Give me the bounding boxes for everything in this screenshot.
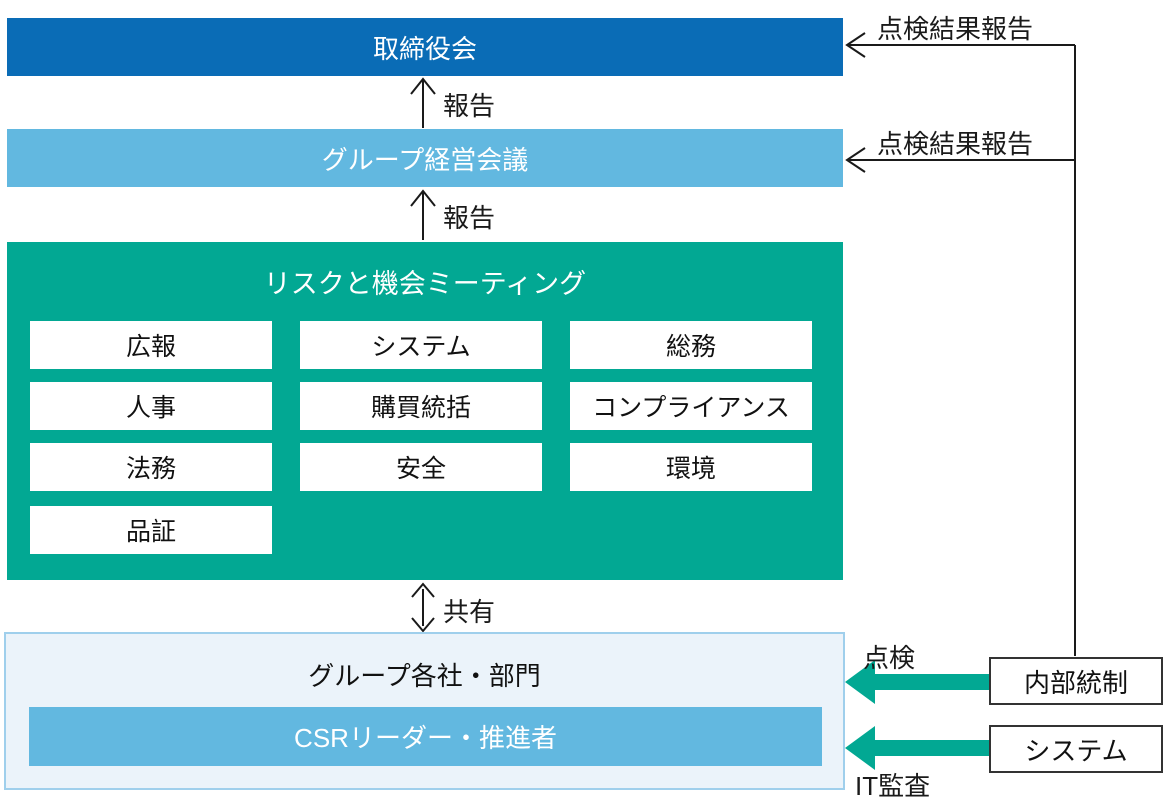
dept-box-environment: 環境 bbox=[570, 443, 812, 491]
internal-control-label: 内部統制 bbox=[1023, 667, 1128, 698]
group-companies-panel: グループ各社・部門 CSRリーダー・推進者 bbox=[4, 632, 845, 790]
group-management-meeting-label: グループ経営会議 bbox=[321, 144, 529, 175]
dept-box-compliance: コンプライアンス bbox=[570, 382, 812, 430]
dept-box-hr: 人事 bbox=[30, 382, 272, 430]
dept-box-safety: 安全 bbox=[300, 443, 542, 491]
group-companies-title: グループ各社・部門 bbox=[308, 661, 541, 691]
share-arrow bbox=[411, 582, 435, 633]
board-of-directors-bar: 取締役会 bbox=[7, 18, 843, 76]
dept-box-quality-assurance: 品証 bbox=[30, 506, 272, 554]
board-of-directors-label: 取締役会 bbox=[372, 33, 477, 64]
csr-leader-label: CSRリーダー・推進者 bbox=[294, 723, 557, 753]
dept-box-legal: 法務 bbox=[30, 443, 272, 491]
system-label: システム bbox=[1024, 735, 1128, 766]
it-audit-label: IT監査 bbox=[855, 771, 931, 801]
report-label-top: 報告 bbox=[443, 91, 496, 121]
dept-box-systems: システム bbox=[300, 321, 542, 369]
group-management-meeting-bar: グループ経営会議 bbox=[7, 129, 843, 187]
inspection-label: 点検 bbox=[863, 643, 916, 673]
dept-box-general-affairs: 総務 bbox=[570, 321, 812, 369]
share-label: 共有 bbox=[443, 597, 496, 627]
system-box: システム bbox=[989, 725, 1163, 773]
risk-opportunity-meeting-box: リスクと機会ミーティング 広報 システム 総務 人事 購買統括 コンプライアンス… bbox=[7, 242, 843, 580]
dept-box-purchasing: 購買統括 bbox=[300, 382, 542, 430]
report-label-middle: 報告 bbox=[443, 203, 496, 233]
inspection-report-label-middle: 点検結果報告 bbox=[877, 129, 1034, 159]
report-arrow-board bbox=[410, 77, 436, 128]
csr-leader-bar: CSRリーダー・推進者 bbox=[29, 707, 822, 766]
risk-opportunity-meeting-title: リスクと機会ミーティング bbox=[263, 269, 587, 299]
internal-control-box: 内部統制 bbox=[989, 657, 1163, 705]
it-audit-block-arrow bbox=[845, 726, 989, 770]
dept-box-pr: 広報 bbox=[30, 321, 272, 369]
inspection-report-label-top: 点検結果報告 bbox=[877, 14, 1034, 44]
report-arrow-management bbox=[410, 189, 436, 240]
